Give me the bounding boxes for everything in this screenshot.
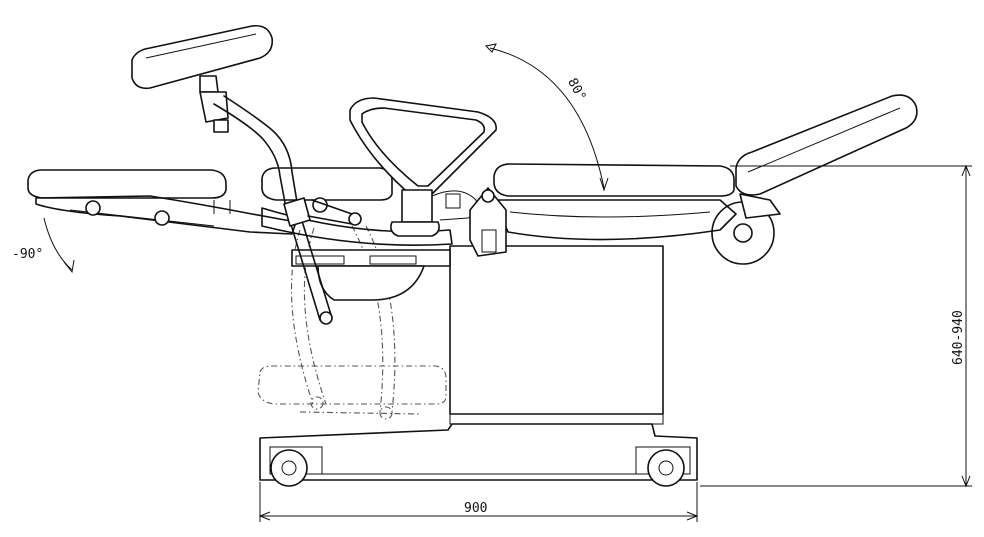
backrest: [735, 94, 918, 219]
pivot-block: [469, 187, 507, 257]
backrest-angle-arc: [484, 43, 609, 192]
legrest-angle-arc: [43, 217, 75, 274]
leg-rest: [27, 169, 297, 235]
seat-cushion-middle: [261, 167, 453, 246]
height-dimension: [700, 164, 972, 488]
width-dimension-label: 900: [464, 501, 487, 516]
width-dimension: [258, 482, 699, 522]
knee-support: [131, 24, 362, 325]
chair-base: [259, 423, 698, 481]
legrest-angle-label: -90°: [12, 247, 43, 262]
lifting-column: [449, 245, 664, 425]
adjustment-wheel: [711, 201, 775, 265]
seat-cushion-rear: [493, 163, 737, 241]
height-dimension-label: 640-940: [951, 310, 966, 365]
seat-frame: [291, 249, 451, 301]
caster-wheel-front: [270, 449, 308, 487]
caster-wheel-rear: [647, 449, 685, 487]
